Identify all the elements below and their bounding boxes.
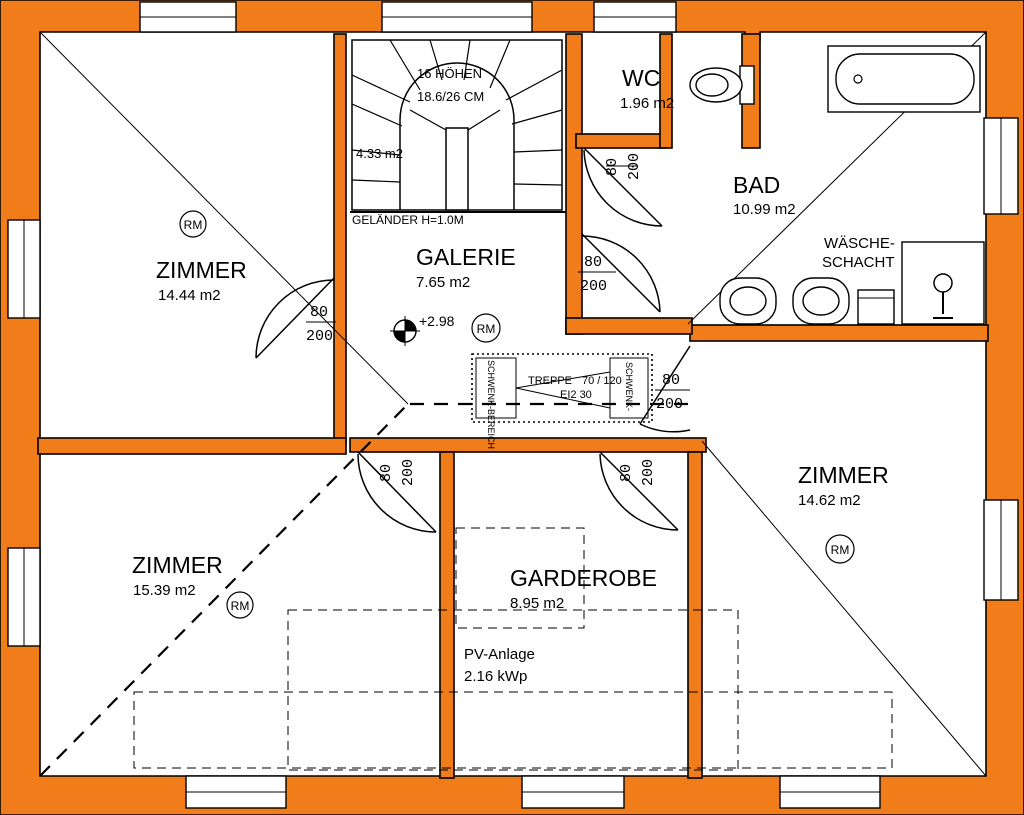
svg-text:200: 200	[400, 459, 417, 486]
stair-area: 4.33 m2	[356, 146, 403, 161]
door-label-galerie-se: 80 200	[655, 372, 690, 413]
window-s-1	[185, 775, 287, 809]
svg-text:80: 80	[604, 158, 621, 176]
hatch-size: 70 / 120	[582, 375, 622, 387]
svg-text:200: 200	[306, 328, 333, 345]
staircase: 16 HÖHEN 18.6/26 CM 4.33 m2 GELÄNDER H=1…	[350, 39, 566, 227]
door-label-garderobe: 80 200	[618, 459, 657, 486]
svg-text:2.16 kWp: 2.16 kWp	[464, 668, 527, 685]
door-wc	[583, 147, 663, 227]
svg-text:200: 200	[640, 459, 657, 486]
svg-text:80: 80	[618, 464, 635, 482]
window-n-3	[593, 1, 677, 33]
hatch-swing-right: SCHWENK-	[624, 362, 634, 411]
room-zimmer-sw: ZIMMER 15.39 m2 RM	[132, 552, 254, 619]
door-label-sw: 80 200	[378, 459, 417, 486]
svg-text:PV-Anlage: PV-Anlage	[464, 646, 535, 663]
stair-ratio: 18.6/26 CM	[417, 89, 484, 104]
door-zimmer-e	[639, 345, 691, 433]
window-s-3	[779, 775, 881, 809]
hatch-fire-rating: EI2 30	[560, 389, 592, 401]
level-marker: +2.98	[390, 313, 455, 346]
attic-hatch: SCHWENK-BEREICH SCHWENK- TREPPE 70 / 120…	[471, 353, 653, 449]
room-area: 15.39 m2	[133, 582, 196, 599]
window-e-1	[983, 117, 1019, 215]
window-n-1	[139, 1, 237, 33]
room-zimmer-e: ZIMMER 14.62 m2 RM	[798, 462, 889, 564]
rm-tag: RM	[231, 599, 250, 613]
stair-steps: 16 HÖHEN	[417, 66, 482, 81]
room-name: BAD	[733, 172, 780, 198]
room-galerie: GALERIE 7.65 m2 RM	[416, 244, 516, 343]
pv-label: PV-Anlage 2.16 kWp	[464, 646, 535, 685]
laundry-chute	[901, 241, 985, 325]
room-wc: WC 1.96 m2	[620, 65, 674, 112]
svg-text:SCHACHT: SCHACHT	[822, 254, 895, 271]
interior-walls	[37, 33, 989, 779]
door-label-nw: 80 200	[306, 304, 336, 345]
washbasin-right	[792, 277, 850, 325]
room-garderobe: GARDEROBE 8.95 m2	[510, 565, 657, 612]
bathtub	[827, 45, 981, 113]
room-bad: BAD 10.99 m2	[733, 172, 796, 218]
hatch-label: TREPPE	[528, 375, 572, 387]
room-area: 14.62 m2	[798, 492, 861, 509]
svg-text:80: 80	[378, 464, 395, 482]
window-w-1	[7, 219, 41, 319]
toilet	[689, 65, 755, 105]
hatch-swing-left: SCHWENK-BEREICH	[486, 360, 496, 449]
room-zimmer-nw: ZIMMER 14.44 m2 RM	[156, 210, 247, 304]
room-area: 1.96 m2	[620, 95, 674, 112]
rm-tag: RM	[477, 322, 496, 336]
roof-hip-dashed	[39, 403, 409, 777]
room-name: ZIMMER	[132, 552, 223, 578]
door-zimmer-nw	[255, 277, 335, 359]
room-area: 10.99 m2	[733, 201, 796, 218]
rm-tag: RM	[184, 218, 203, 232]
room-area: 7.65 m2	[416, 274, 470, 291]
svg-text:80: 80	[584, 254, 602, 271]
rm-tag: RM	[831, 543, 850, 557]
svg-text:80: 80	[662, 372, 680, 389]
room-name: ZIMMER	[798, 462, 889, 488]
svg-text:80: 80	[310, 304, 328, 321]
laundry-chute-label: WÄSCHE- SCHACHT	[822, 235, 895, 271]
room-name: GARDEROBE	[510, 565, 657, 591]
svg-text:200: 200	[580, 278, 607, 295]
door-garderobe	[599, 451, 679, 531]
pv-outline	[133, 527, 893, 771]
svg-text:200: 200	[656, 396, 683, 413]
washing-machine	[857, 289, 895, 325]
door-label-wc: 80 200	[604, 153, 643, 180]
door-bad	[581, 233, 661, 313]
room-name: GALERIE	[416, 244, 516, 270]
window-s-2	[521, 775, 625, 809]
window-e-2	[983, 499, 1019, 601]
room-name: WC	[622, 65, 660, 91]
door-label-bad: 80 200	[578, 254, 616, 295]
washbasin-left	[719, 277, 777, 325]
room-area: 14.44 m2	[158, 287, 221, 304]
door-labels: 80 200 80 200 80 200 80 200 80 200 80 20…	[306, 153, 690, 486]
svg-text:200: 200	[626, 153, 643, 180]
windows	[7, 1, 1019, 809]
room-area: 8.95 m2	[510, 595, 564, 612]
svg-text:WÄSCHE-: WÄSCHE-	[824, 235, 895, 252]
door-zimmer-sw	[357, 451, 437, 533]
room-name: ZIMMER	[156, 257, 247, 283]
level-value: +2.98	[419, 313, 455, 329]
window-n-2	[381, 1, 533, 33]
railing-label: GELÄNDER H=1.0M	[352, 213, 464, 227]
window-w-2	[7, 547, 41, 647]
